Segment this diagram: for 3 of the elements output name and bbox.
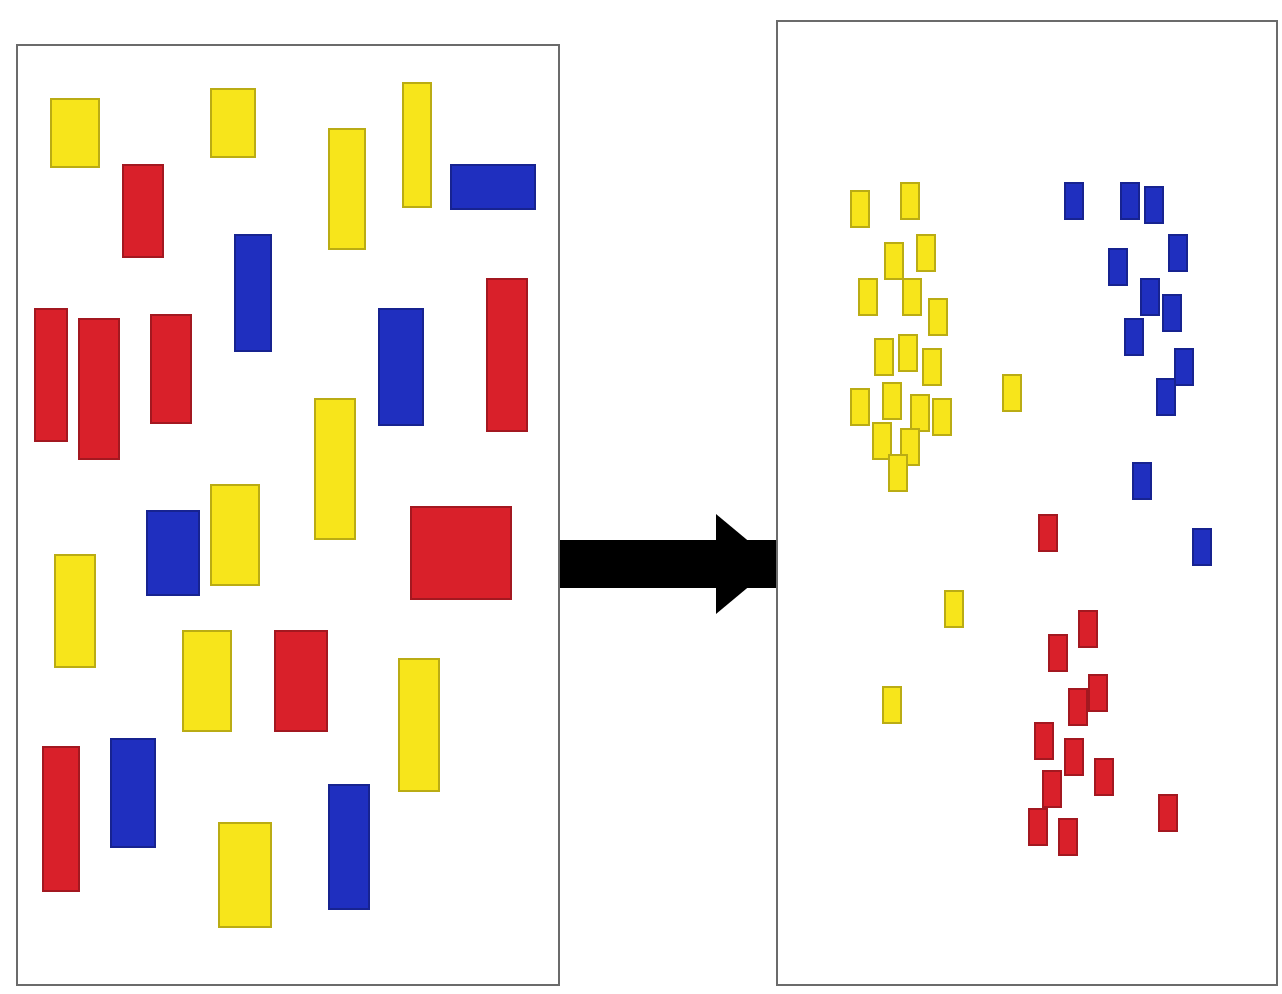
panel <box>776 20 1278 986</box>
arrow <box>560 514 776 614</box>
panel <box>16 44 560 986</box>
